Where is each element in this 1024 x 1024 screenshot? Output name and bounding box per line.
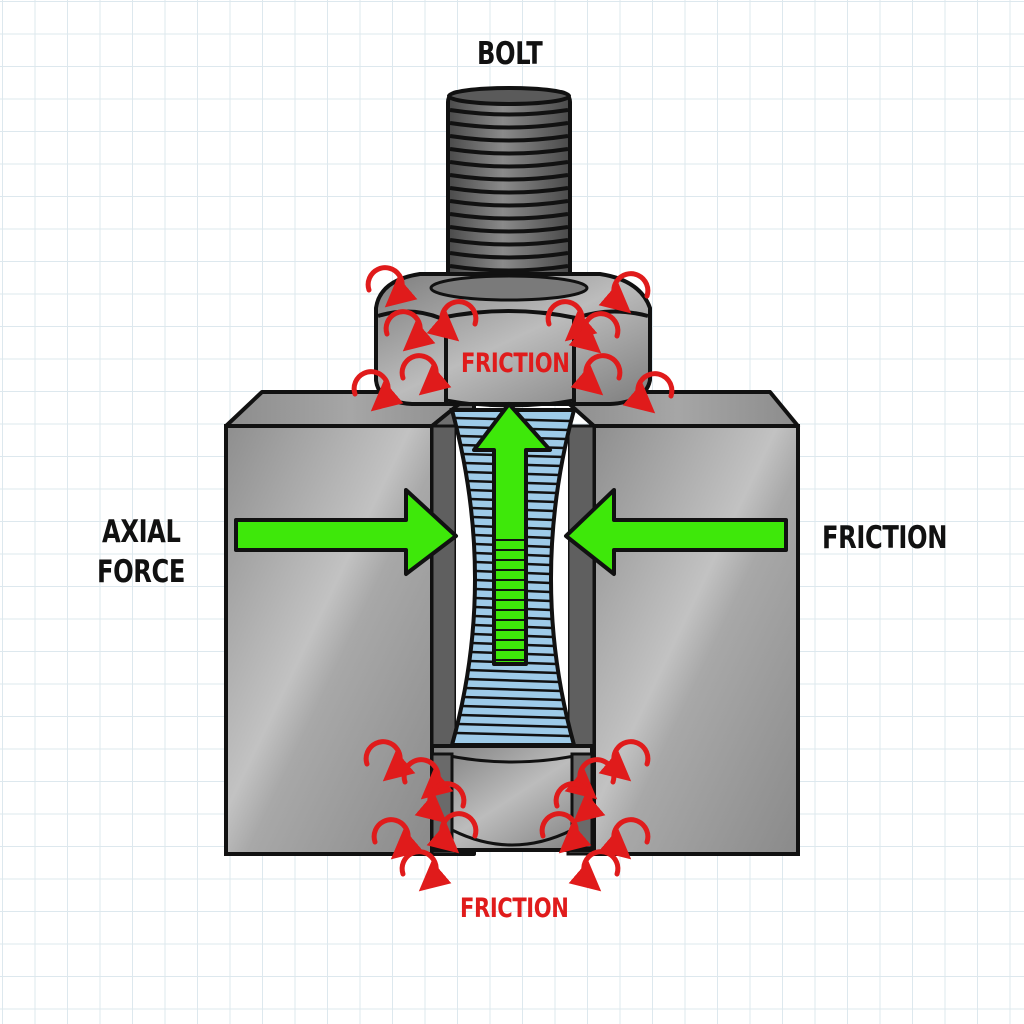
bolt: [446, 86, 572, 294]
friction-curved-arrow: [351, 369, 404, 412]
friction-curved-arrow: [426, 299, 479, 342]
friction-curved-arrow: [365, 265, 418, 308]
friction-curved-arrow: [598, 739, 651, 782]
bolt-thread-line: [449, 251, 569, 260]
axial-force-label-line1: AXIAL: [102, 514, 181, 550]
friction-curved-arrow: [383, 309, 436, 352]
friction-curved-arrow: [598, 817, 651, 860]
friction-curved-arrow: [568, 311, 621, 354]
friction-curved-arrow: [426, 811, 479, 854]
bolt-thread-line: [449, 173, 569, 182]
shank-thread-line: [468, 668, 558, 675]
bolt-label: BOLT: [477, 36, 543, 72]
friction-curved-arrow: [414, 781, 467, 824]
shank-thread-line: [463, 695, 563, 702]
friction-label-nut: FRICTION: [461, 348, 570, 379]
bolt-thread-line: [449, 134, 569, 143]
bolt-thread-line: [449, 121, 569, 130]
shank-thread-line: [460, 713, 566, 720]
friction-label-right: FRICTION: [822, 520, 948, 556]
friction-label-bottom: FRICTION: [460, 893, 569, 924]
friction-curved-arrow: [401, 757, 454, 800]
axial-arrow: [472, 402, 552, 666]
shank-thread-line: [466, 677, 560, 684]
bolt-thread-line: [449, 199, 569, 208]
friction-curved-arrow: [570, 353, 623, 396]
friction-curved-arrow: [568, 849, 621, 892]
clamp-arrow-right: [564, 488, 788, 576]
friction-markers: [351, 265, 675, 892]
bolt-thread-line: [449, 225, 569, 234]
friction-curved-arrow: [399, 849, 452, 892]
friction-curved-arrow: [598, 271, 651, 314]
friction-curved-arrow: [363, 739, 416, 782]
friction-curved-arrow: [371, 817, 424, 860]
clamp-arrow-left: [234, 488, 458, 576]
shank-thread-line: [461, 704, 565, 711]
friction-curved-arrow: [564, 757, 617, 800]
friction-curved-arrow: [622, 371, 675, 414]
shank-thread-line: [456, 731, 570, 738]
friction-curved-arrow: [399, 353, 452, 396]
axial-force-label-line2: FORCE: [97, 554, 186, 590]
shank-thread-line: [458, 722, 568, 729]
friction-curved-arrow: [539, 811, 592, 854]
bolt-thread-line: [449, 264, 569, 273]
bolt-thread-line: [449, 186, 569, 195]
bolt-thread-line: [449, 238, 569, 247]
bolt-thread-line: [449, 108, 569, 117]
bolt-thread-line: [449, 147, 569, 156]
bottom-nut: [430, 744, 594, 852]
shank-thread-line: [465, 686, 561, 693]
bolt-thread-line: [449, 212, 569, 221]
friction-curved-arrow: [553, 781, 606, 824]
bolt-thread-line: [449, 160, 569, 169]
